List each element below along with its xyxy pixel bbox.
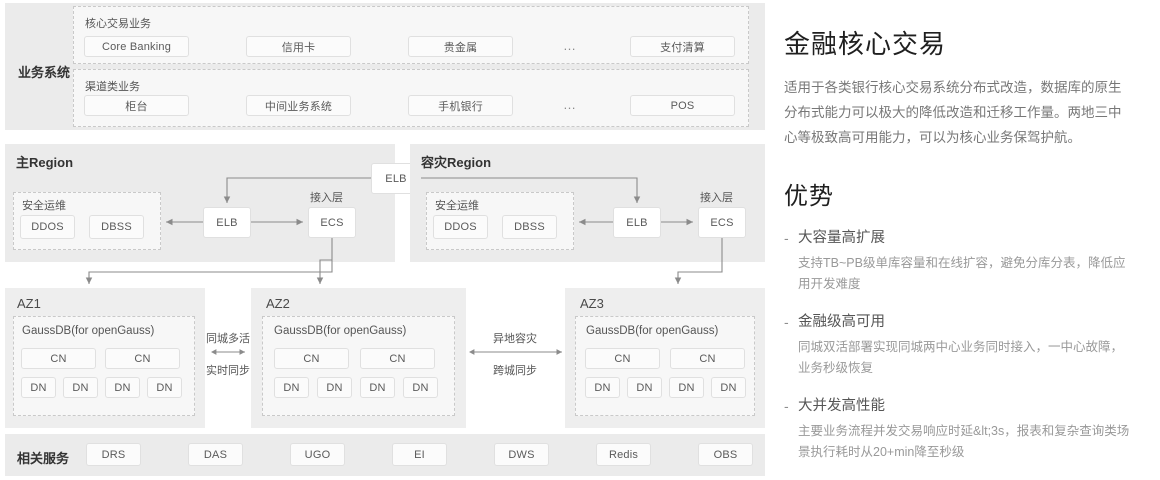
service-drs[interactable]: DRS [86,443,141,466]
main-region-title: 主Region [16,155,74,170]
az3-dn-1[interactable]: DN [627,377,662,398]
az3-db-label: GaussDB(for openGauss) [586,325,719,337]
service-das[interactable]: DAS [188,443,243,466]
az3-title: AZ3 [580,296,604,311]
az1-dn-0[interactable]: DN [21,377,56,398]
business-system-label: 业务系统 [17,65,70,80]
az1-cn-0[interactable]: CN [21,348,96,369]
link-az1-az2-bottom-label: 实时同步 [206,365,250,377]
main-region-dbss[interactable]: DBSS [89,215,144,239]
az1-dn-3[interactable]: DN [147,377,182,398]
az1-title: AZ1 [17,296,41,311]
panel-lead-text: 适用于各类银行核心交易系统分布式改造，数据库的原生分布式能力可以极大的降低改造和… [784,80,1122,145]
dr-region-ecs[interactable]: ECS [698,207,746,238]
advantages-title: 优势 [784,183,834,210]
az2-dn-1[interactable]: DN [317,377,352,398]
main-region-ddos[interactable]: DDOS [20,215,75,239]
advantage-item: - 大并发高性能 主要业务流程并发交易响应时延&lt;3s，报表和复杂查询类场景… [784,395,1134,463]
az1-dn-1[interactable]: DN [63,377,98,398]
service-ei[interactable]: EI [392,443,447,466]
az2-dn-2[interactable]: DN [360,377,395,398]
dr-region-title: 容灾Region [421,155,492,170]
az2-dn-0[interactable]: DN [274,377,309,398]
business-item-channel-3-ellipsis: … [563,97,578,112]
az3-dn-0[interactable]: DN [585,377,620,398]
service-ugo[interactable]: UGO [290,443,345,466]
advantage-item: - 大容量高扩展 支持TB~PB级单库容量和在线扩容，避免分库分表，降低应用开发… [784,227,1134,295]
link-az2-az3-top-label: 异地容灾 [493,333,537,345]
advantage-item: - 金融级高可用 同城双活部署实现同城两中心业务同时接入，一中心故障，业务秒级恢… [784,311,1134,379]
main-region-elb[interactable]: ELB [203,207,251,238]
az2-dn-3[interactable]: DN [403,377,438,398]
dr-region-secops-title: 安全运维 [435,200,479,212]
az2-db-label: GaussDB(for openGauss) [274,325,407,337]
az3-cn-0[interactable]: CN [585,348,660,369]
az1-dn-2[interactable]: DN [105,377,140,398]
info-panel: 金融核心交易 适用于各类银行核心交易系统分布式改造，数据库的原生分布式能力可以极… [770,0,1160,480]
dr-region-dbss[interactable]: DBSS [502,215,557,239]
advantage-title: 大并发高性能 [798,398,885,414]
main-region-ecs[interactable]: ECS [308,207,356,238]
panel-title: 金融核心交易 [784,29,947,59]
business-group-core-title: 核心交易业务 [85,18,151,30]
business-item-core-2[interactable]: 贵金属 [408,36,513,57]
az1-cn-1[interactable]: CN [105,348,180,369]
az3-dn-2[interactable]: DN [669,377,704,398]
advantage-desc: 支持TB~PB级单库容量和在线扩容，避免分库分表，降低应用开发难度 [798,256,1126,291]
business-item-channel-2[interactable]: 手机银行 [408,95,513,116]
az3-dn-3[interactable]: DN [711,377,746,398]
az1-db-label: GaussDB(for openGauss) [22,325,155,337]
main-region-secops-title: 安全运维 [22,200,66,212]
dr-region-ddos[interactable]: DDOS [433,215,488,239]
business-item-core-3-ellipsis: … [563,38,578,53]
business-item-core-1[interactable]: 信用卡 [246,36,351,57]
advantage-title: 大容量高扩展 [798,230,885,246]
advantage-title: 金融级高可用 [798,314,885,330]
link-az1-az2-top-label: 同城多活 [206,333,250,345]
main-region-access-label: 接入层 [310,192,343,204]
az2-title: AZ2 [266,296,290,311]
business-item-channel-0[interactable]: 柜台 [84,95,189,116]
wire-main-ecs-to-az2 [316,259,332,284]
dr-region-access-label: 接入层 [700,192,733,204]
bullet-dash-icon: - [784,398,789,414]
business-item-core-0[interactable]: Core Banking [84,36,189,57]
service-obs[interactable]: OBS [698,443,753,466]
bullet-dash-icon: - [784,230,789,246]
related-services-label: 相关服务 [17,451,70,466]
bullet-dash-icon: - [784,314,789,330]
advantage-desc: 主要业务流程并发交易响应时延&lt;3s，报表和复杂查询类场景执行耗时从20+m… [798,424,1130,459]
business-item-channel-4[interactable]: POS [630,95,735,116]
dr-region-elb[interactable]: ELB [613,207,661,238]
az2-cn-1[interactable]: CN [360,348,435,369]
az2-cn-0[interactable]: CN [274,348,349,369]
service-redis[interactable]: Redis [596,443,651,466]
business-item-core-4[interactable]: 支付清算 [630,36,735,57]
az3-cn-1[interactable]: CN [670,348,745,369]
service-dws[interactable]: DWS [494,443,549,466]
link-az2-az3-bottom-label: 跨城同步 [493,365,537,377]
business-item-channel-1[interactable]: 中间业务系统 [246,95,351,116]
advantage-desc: 同城双活部署实现同城两中心业务同时接入，一中心故障，业务秒级恢复 [798,340,1124,375]
business-group-channel-title: 渠道类业务 [85,81,140,93]
architecture-diagram: 业务系统 核心交易业务 Core Banking 信用卡 贵金属 … 支付清算 … [5,3,765,476]
